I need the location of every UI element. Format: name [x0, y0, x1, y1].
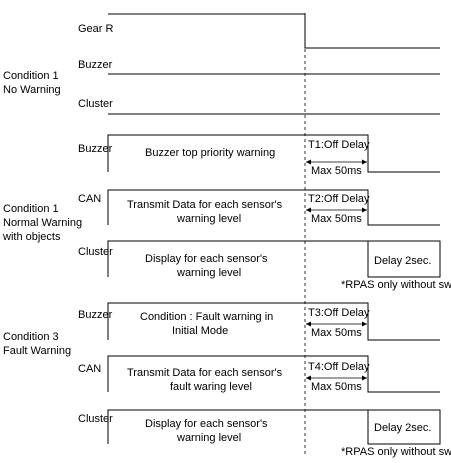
condition-1-subtitle: No Warning — [3, 84, 61, 96]
t2-off-delay-label: T2:Off Delay — [308, 193, 370, 205]
condition-3-subtitle: Fault Warning — [3, 345, 71, 357]
buzzer-3-description-line2: Initial Mode — [172, 325, 228, 337]
cluster-3-description-line2: warning level — [176, 432, 241, 444]
condition-2-title: Condition 1 — [3, 203, 59, 215]
gear-r-waveform — [108, 13, 440, 49]
t4-max-label: Max 50ms — [311, 381, 362, 393]
cluster-3-footnote: *RPAS only without swith — [341, 446, 451, 458]
buzzer-3-description-line1: Condition : Fault warning in — [140, 311, 273, 323]
signal-buzzer-3-label: Buzzer — [78, 309, 113, 321]
t3-max-label: Max 50ms — [311, 327, 362, 339]
can-3-description-line2: fault waring level — [170, 381, 252, 393]
cluster-2-footnote: *RPAS only without swith — [341, 279, 451, 291]
cluster-2-description-line2: warning level — [176, 267, 241, 279]
signal-gear-r-label: Gear R — [78, 23, 114, 35]
t3-arrowhead-right — [362, 321, 367, 327]
condition-2-subtitle-2: with objects — [2, 231, 61, 243]
t4-arrowhead-right — [362, 375, 367, 381]
t1-arrowhead-right — [362, 159, 367, 165]
buzzer-3-waveform — [107, 302, 440, 341]
cluster-3-waveform — [107, 409, 440, 444]
t2-max-label: Max 50ms — [311, 213, 362, 225]
signal-buzzer-2-label: Buzzer — [78, 143, 113, 155]
t2-arrowhead-right — [362, 207, 367, 213]
t4-off-delay-label: T4:Off Delay — [308, 361, 370, 373]
t3-off-delay-label: T3:Off Delay — [308, 307, 370, 319]
buzzer-2-waveform — [107, 134, 440, 173]
cluster-3-description-line1: Display for each sensor's — [145, 418, 268, 430]
can-3-waveform — [107, 355, 440, 393]
cluster-2-delay-label: Delay 2sec. — [374, 255, 431, 267]
signal-cluster-1-label: Cluster — [78, 98, 113, 110]
signal-can-3-label: CAN — [78, 363, 101, 375]
t1-off-delay-label: T1:Off Delay — [308, 139, 370, 151]
signal-cluster-3-label: Cluster — [78, 413, 113, 425]
condition-1-title: Condition 1 — [3, 70, 59, 82]
condition-2-subtitle: Normal Warning — [3, 217, 82, 229]
t1-max-label: Max 50ms — [311, 165, 362, 177]
can-3-description-line1: Transmit Data for each sensor's — [127, 367, 283, 379]
can-2-waveform — [107, 189, 440, 226]
t4-arrowhead-left — [306, 375, 311, 381]
condition-3-title: Condition 3 — [3, 331, 59, 343]
t1-arrowhead-left — [306, 159, 311, 165]
cluster-3-delay-box — [367, 409, 441, 445]
cluster-2-waveform — [107, 240, 440, 277]
signal-can-2-label: CAN — [78, 193, 101, 205]
can-2-description-line2: warning level — [176, 213, 241, 225]
t2-arrowhead-left — [306, 207, 311, 213]
signal-cluster-2-label: Cluster — [78, 246, 113, 258]
cluster-3-delay-label: Delay 2sec. — [374, 422, 431, 434]
buzzer-2-description: Buzzer top priority warning — [145, 147, 275, 159]
signal-buzzer-1-label: Buzzer — [78, 59, 113, 71]
t3-arrowhead-left — [306, 321, 311, 327]
can-2-description-line1: Transmit Data for each sensor's — [127, 199, 283, 211]
cluster-2-delay-box — [367, 240, 441, 278]
cluster-2-description-line1: Display for each sensor's — [145, 253, 268, 265]
